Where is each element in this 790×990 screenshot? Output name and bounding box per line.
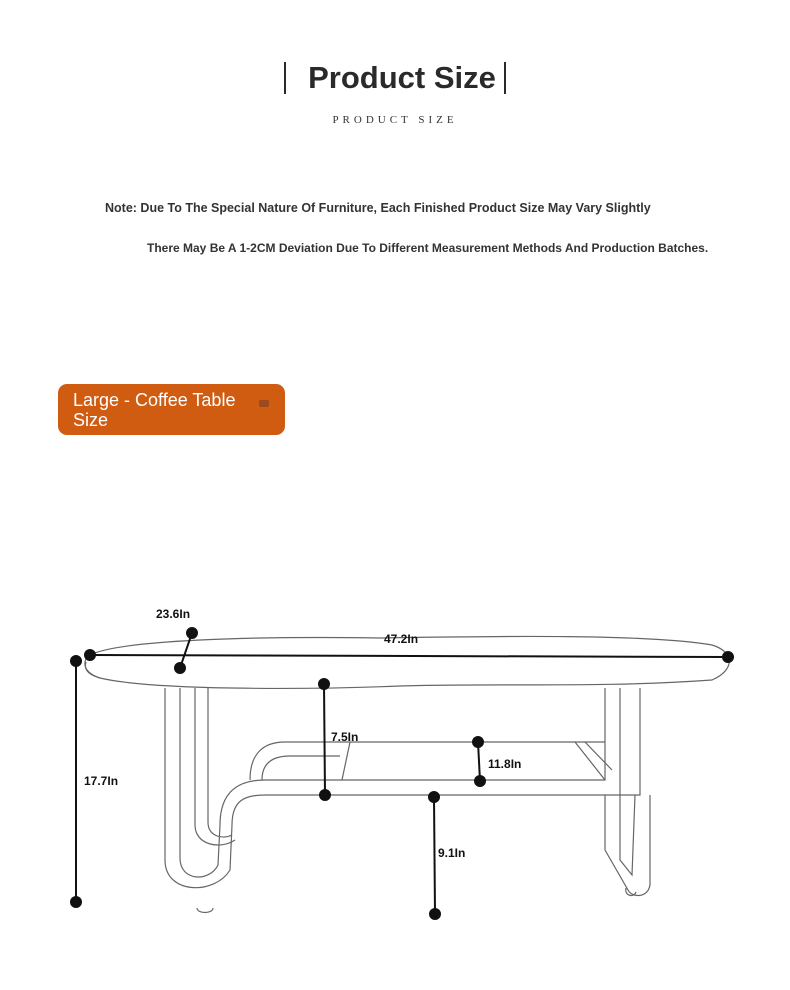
depth-label: 23.6In <box>156 607 190 621</box>
table-icon <box>259 400 269 407</box>
page-title-text: Product Size <box>308 60 496 95</box>
page-subtitle: PRODUCT SIZE <box>332 114 458 126</box>
title-bar-right <box>503 62 506 94</box>
height-label: 17.7In <box>84 774 118 788</box>
shelf <box>249 741 605 781</box>
left-leg-outer <box>164 688 641 889</box>
size-badge: Large - Coffee Table Size <box>58 384 285 435</box>
shelf-gap-label: 7.5In <box>331 730 358 744</box>
shelf-height-label: 11.8In <box>488 757 521 771</box>
table-top <box>84 635 730 689</box>
page-title: Product Size <box>284 60 506 96</box>
note-line-1: Note: Due To The Special Nature Of Furni… <box>105 201 651 215</box>
foot-right <box>625 887 637 897</box>
right-leg <box>604 688 651 896</box>
length-label: 47.2In <box>384 632 418 646</box>
note-line-2: There May Be A 1-2CM Deviation Due To Di… <box>147 241 709 255</box>
foot-left <box>196 907 214 914</box>
clearance-label: 9.1In <box>438 846 465 860</box>
size-badge-label: Large - Coffee Table Size <box>73 390 236 430</box>
left-leg-inner <box>179 688 606 878</box>
table-drawing <box>84 635 730 914</box>
dimension-lines <box>70 627 734 920</box>
title-bar-left <box>284 62 287 94</box>
header: Product Size <box>0 60 790 96</box>
